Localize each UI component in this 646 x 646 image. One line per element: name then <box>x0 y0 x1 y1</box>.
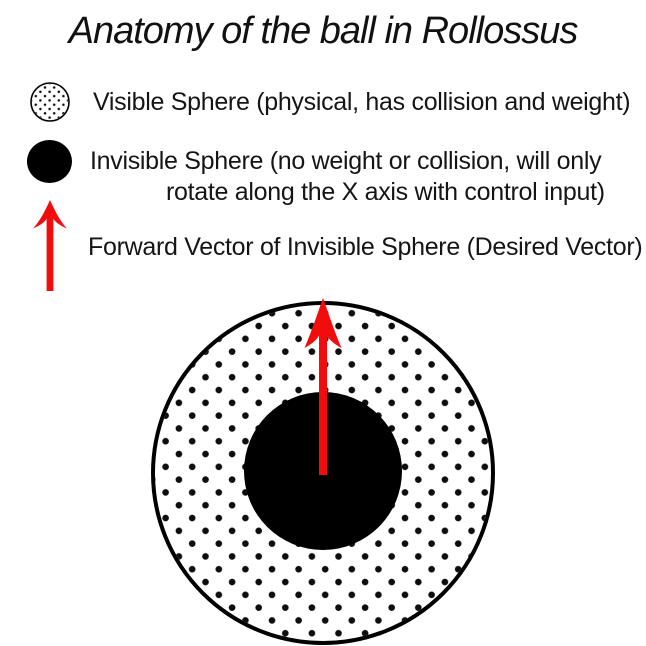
dotted-circle-icon <box>30 82 70 122</box>
forward-vector-label: Forward Vector of Invisible Sphere (Desi… <box>88 233 643 261</box>
invisible-sphere-label-line2: rotate along the X axis with control inp… <box>166 178 605 206</box>
visible-sphere-label: Visible Sphere (physical, has collision … <box>93 88 631 116</box>
black-circle-icon <box>27 140 72 183</box>
invisible-sphere-label-line1: Invisible Sphere (no weight or collision… <box>90 147 602 175</box>
forward-vector-arrow <box>304 298 342 475</box>
page-title: Anatomy of the ball in Rollossus <box>68 10 579 52</box>
red-arrow-icon <box>33 200 67 291</box>
